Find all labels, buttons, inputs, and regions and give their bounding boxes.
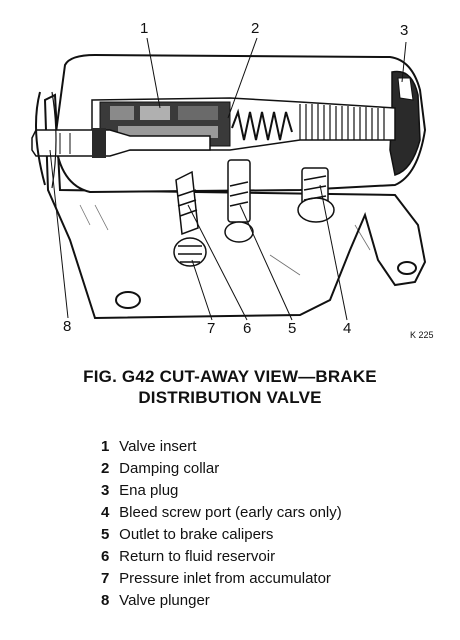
mounting-hole: [115, 291, 141, 309]
legend-text: Bleed screw port (early cars only): [119, 504, 342, 521]
legend-text: Valve plunger: [119, 592, 210, 609]
legend-number: 3: [101, 482, 110, 499]
legend-item: 8 Valve plunger: [101, 590, 342, 612]
legend-item: 2 Damping collar: [101, 458, 342, 480]
legend-item: 6 Return to fluid reservoir: [101, 546, 342, 568]
legend-number: 7: [101, 570, 110, 587]
legend-text: Outlet to brake calipers: [119, 526, 274, 543]
legend-text: Pressure inlet from accumulator: [119, 570, 331, 587]
legend-item: 5 Outlet to brake calipers: [101, 524, 342, 546]
legend-text: Ena plug: [119, 482, 179, 499]
legend-text: Return to fluid reservoir: [119, 548, 276, 565]
legend-number: 2: [101, 460, 110, 477]
callout-8: 8: [63, 318, 72, 335]
legend-number: 6: [101, 548, 110, 565]
callout-2: 2: [251, 20, 260, 37]
legend-item: 3 Ena plug: [101, 480, 342, 502]
callout-1: 1: [140, 20, 149, 37]
valve-cutaway-illustration: 1 2 3 4 5 6 7 8 K 225: [31, 20, 434, 340]
port-bleed: [297, 167, 335, 223]
legend-number: 8: [101, 592, 110, 609]
leader-lines: [49, 37, 407, 321]
valve-drawing: [31, 37, 427, 321]
valve-plunger: [31, 129, 211, 157]
thread-section: [299, 104, 385, 140]
port-inlet: [173, 237, 207, 267]
legend-number: 4: [101, 504, 110, 521]
callout-6: 6: [243, 320, 252, 337]
legend-item: 7 Pressure inlet from accumulator: [101, 568, 342, 590]
mounting-hole: [397, 261, 417, 275]
callout-7: 7: [207, 320, 216, 337]
caption-line-1: FIG. G42 CUT-AWAY VIEW—BRAKE: [83, 367, 377, 386]
legend-number: 5: [101, 526, 110, 543]
figure-code: K 225: [410, 330, 434, 340]
legend-text: Valve insert: [119, 438, 197, 455]
figure-caption: FIG. G42 CUT-AWAY VIEW—BRAKE DISTRIBUTIO…: [0, 366, 460, 408]
legend-item: 4 Bleed screw port (early cars only): [101, 502, 342, 524]
port-outlet: [224, 159, 254, 243]
parts-legend: 1 Valve insert 2 Damping collar 3 Ena pl…: [101, 436, 342, 612]
caption-line-2: DISTRIBUTION VALVE: [138, 388, 322, 407]
legend-text: Damping collar: [119, 460, 220, 477]
callout-3: 3: [400, 22, 409, 39]
callout-5: 5: [288, 320, 297, 337]
legend-item: 1 Valve insert: [101, 436, 342, 458]
legend-number: 1: [101, 438, 110, 455]
port-return: [175, 170, 199, 236]
callout-4: 4: [343, 320, 352, 337]
damping-collar-spring: [231, 108, 293, 141]
